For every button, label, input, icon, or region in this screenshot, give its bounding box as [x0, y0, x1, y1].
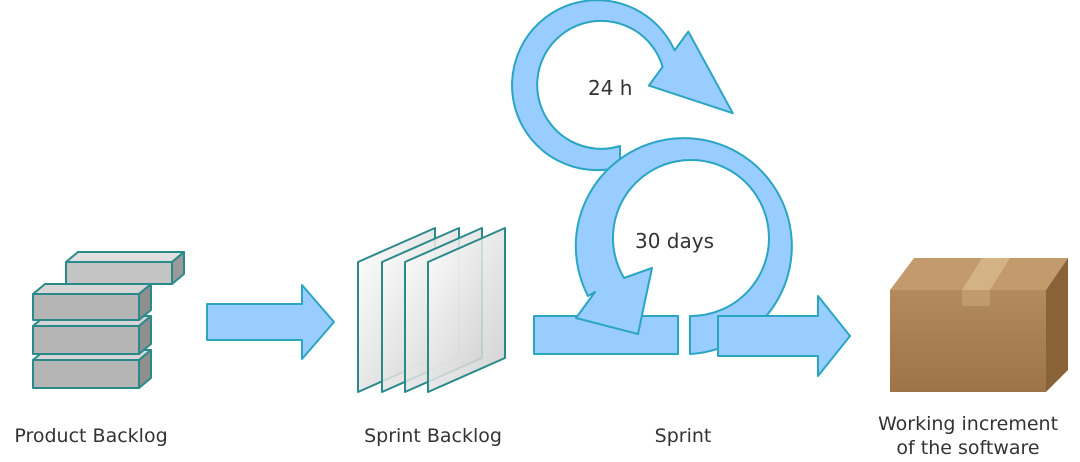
sprint-cycle-loop	[574, 137, 793, 355]
product-backlog-label: Product Backlog	[14, 425, 168, 447]
daily-cycle-label: 24 h	[588, 76, 633, 100]
sprint-label: Sprint	[654, 425, 712, 447]
sprint-cycle-label: 30 days	[635, 229, 715, 253]
product-backlog-icon	[32, 251, 185, 389]
sprint-exit-arrow-icon	[717, 295, 851, 377]
sprint-backlog-icon	[357, 227, 506, 393]
sprint-backlog-label: Sprint Backlog	[364, 425, 502, 447]
increment-label-line2: of the software	[896, 437, 1040, 459]
daily-cycle-arrow-icon	[511, 0, 734, 172]
software-increment-box-icon	[890, 258, 1068, 392]
flow-arrow-icon	[206, 284, 335, 360]
increment-label-line1: Working increment	[877, 413, 1059, 435]
